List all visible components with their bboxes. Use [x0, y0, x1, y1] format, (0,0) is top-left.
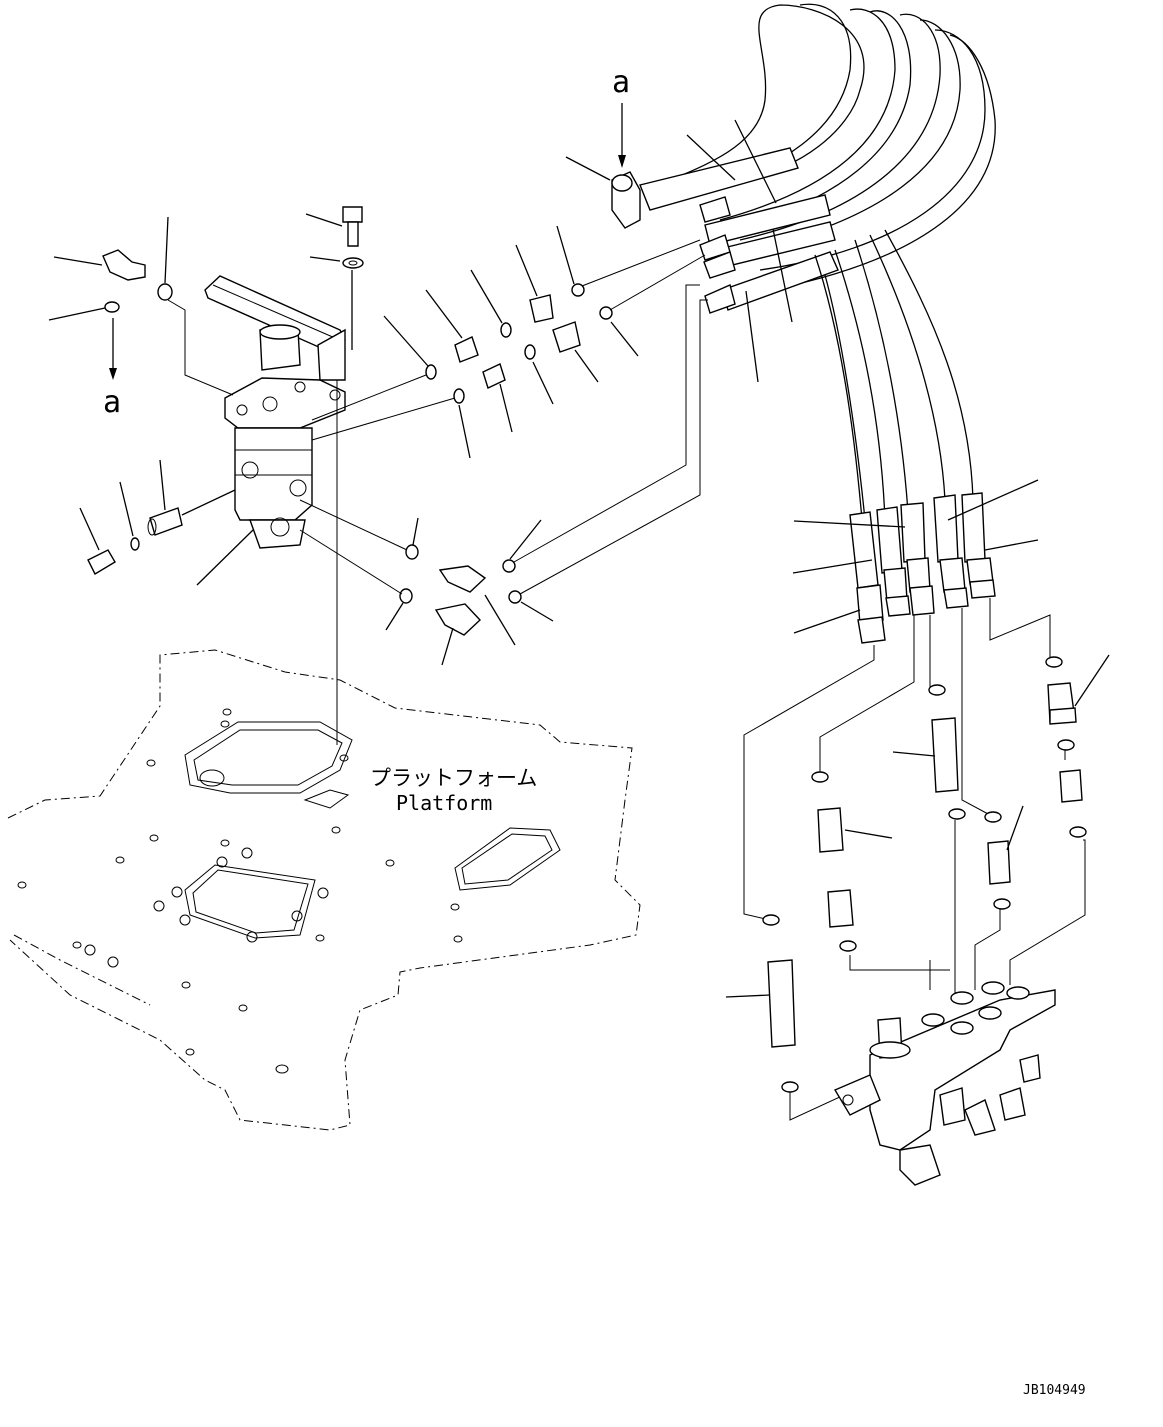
platform-plate	[7, 649, 641, 1131]
platform-label-en: Platform	[396, 791, 492, 815]
o-rings-right	[762, 656, 1087, 1093]
hose-bundle-top	[513, 3, 996, 595]
view-marker-top: a	[612, 65, 630, 100]
control-valve	[833, 981, 1056, 1186]
washer	[309, 256, 364, 269]
elbow-fitting-left	[53, 249, 146, 281]
platform-holes	[17, 708, 463, 1074]
bolt	[305, 206, 363, 247]
o-ring-left	[48, 216, 234, 396]
platform-nuts	[84, 847, 329, 968]
view-arrow-top: a	[612, 65, 630, 168]
plug-fittings-left	[79, 459, 254, 586]
hose-bundle-right	[792, 229, 1039, 644]
fittings-right	[725, 654, 1110, 1048]
pedal-valve	[204, 275, 346, 549]
view-marker-left: a	[103, 385, 121, 420]
drawing-number: JB104949	[1023, 1383, 1086, 1398]
o-rings-middle	[299, 225, 639, 631]
platform-label-jp: プラットフォーム	[370, 766, 537, 790]
adapters-middle	[425, 244, 599, 666]
view-arrow-left: a	[103, 318, 121, 420]
platform-label: プラットフォーム Platform	[370, 766, 537, 815]
